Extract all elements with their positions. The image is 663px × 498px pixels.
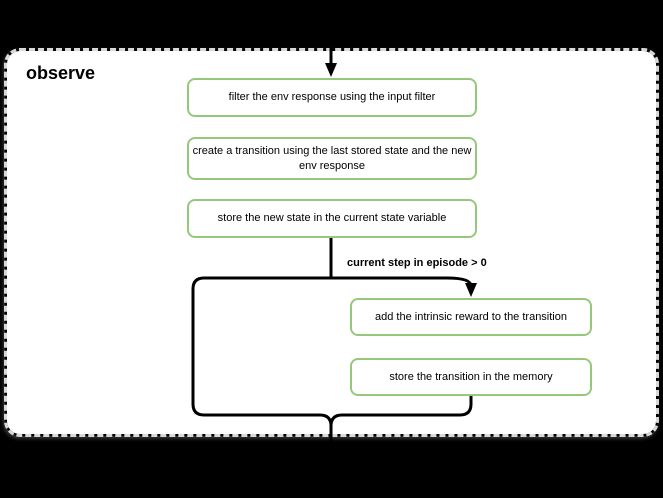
node-create-transition: create a transition using the last store… bbox=[187, 137, 477, 180]
node-filter-env-response: filter the env response using the input … bbox=[187, 78, 477, 117]
subgraph-title: observe bbox=[26, 63, 96, 83]
node-label: create a transition using the last store… bbox=[192, 145, 472, 172]
node-label: filter the env response using the input … bbox=[228, 91, 436, 104]
arrowhead-down-icon bbox=[325, 63, 337, 77]
node-label: store the transition in the memory bbox=[389, 370, 553, 383]
node-store-new-state: store the new state in the current state… bbox=[187, 199, 477, 238]
node-add-intrinsic-reward: add the intrinsic reward to the transiti… bbox=[350, 298, 592, 336]
arrowhead-down-icon bbox=[465, 283, 477, 297]
edge-merge-right bbox=[329, 396, 473, 427]
node-label: store the new state in the current state… bbox=[217, 212, 447, 225]
edge-bypass-left bbox=[191, 276, 333, 427]
node-store-transition-memory: store the transition in the memory bbox=[350, 358, 592, 396]
edge-condition-branch bbox=[331, 276, 473, 287]
node-label: add the intrinsic reward to the transiti… bbox=[375, 310, 567, 323]
edge-condition-label: current step in episode > 0 bbox=[347, 257, 487, 269]
